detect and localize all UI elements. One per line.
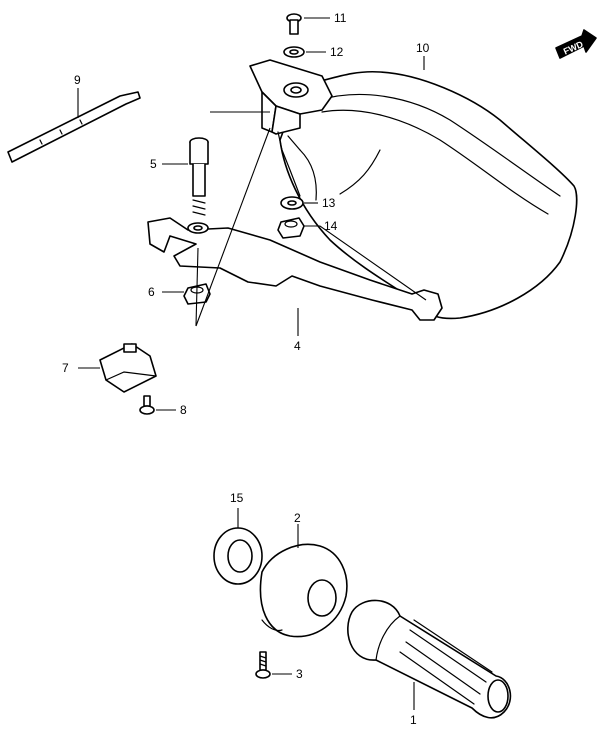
screw-11 <box>286 13 302 35</box>
callout-1: 1 <box>410 713 417 727</box>
screw-3 <box>255 651 271 679</box>
callout-4: 4 <box>294 339 301 353</box>
fwd-badge: FWD <box>555 29 597 59</box>
callout-5: 5 <box>150 157 157 171</box>
callout-7: 7 <box>62 361 69 375</box>
screw-8 <box>139 395 155 415</box>
callout-6: 6 <box>148 285 155 299</box>
callout-labels: 1 2 3 4 5 6 7 8 9 10 11 12 13 14 15 <box>62 11 430 727</box>
callout-2: 2 <box>294 511 301 525</box>
callout-14: 14 <box>324 219 338 233</box>
hand-guard <box>279 70 578 320</box>
bracket-bushing-hole <box>290 86 302 94</box>
grip-ring <box>213 527 263 585</box>
callout-10: 10 <box>416 41 430 55</box>
pivot-bolt <box>189 137 209 216</box>
callout-3: 3 <box>296 667 303 681</box>
brake-switch <box>99 343 157 393</box>
handle-grip <box>347 599 512 719</box>
cable-strap <box>7 91 141 163</box>
fwd-label: FWD <box>562 39 585 57</box>
washer-13 <box>280 196 304 210</box>
leader-lines <box>77 17 427 710</box>
callout-9: 9 <box>74 73 81 87</box>
callout-12: 12 <box>330 45 344 59</box>
grip-end <box>259 543 348 638</box>
callout-8: 8 <box>180 403 187 417</box>
nut-14 <box>277 217 305 239</box>
callout-13: 13 <box>322 196 336 210</box>
washer-12 <box>283 46 305 58</box>
callout-11: 11 <box>334 11 347 25</box>
brake-lever <box>147 217 443 321</box>
callout-15: 15 <box>230 491 244 505</box>
